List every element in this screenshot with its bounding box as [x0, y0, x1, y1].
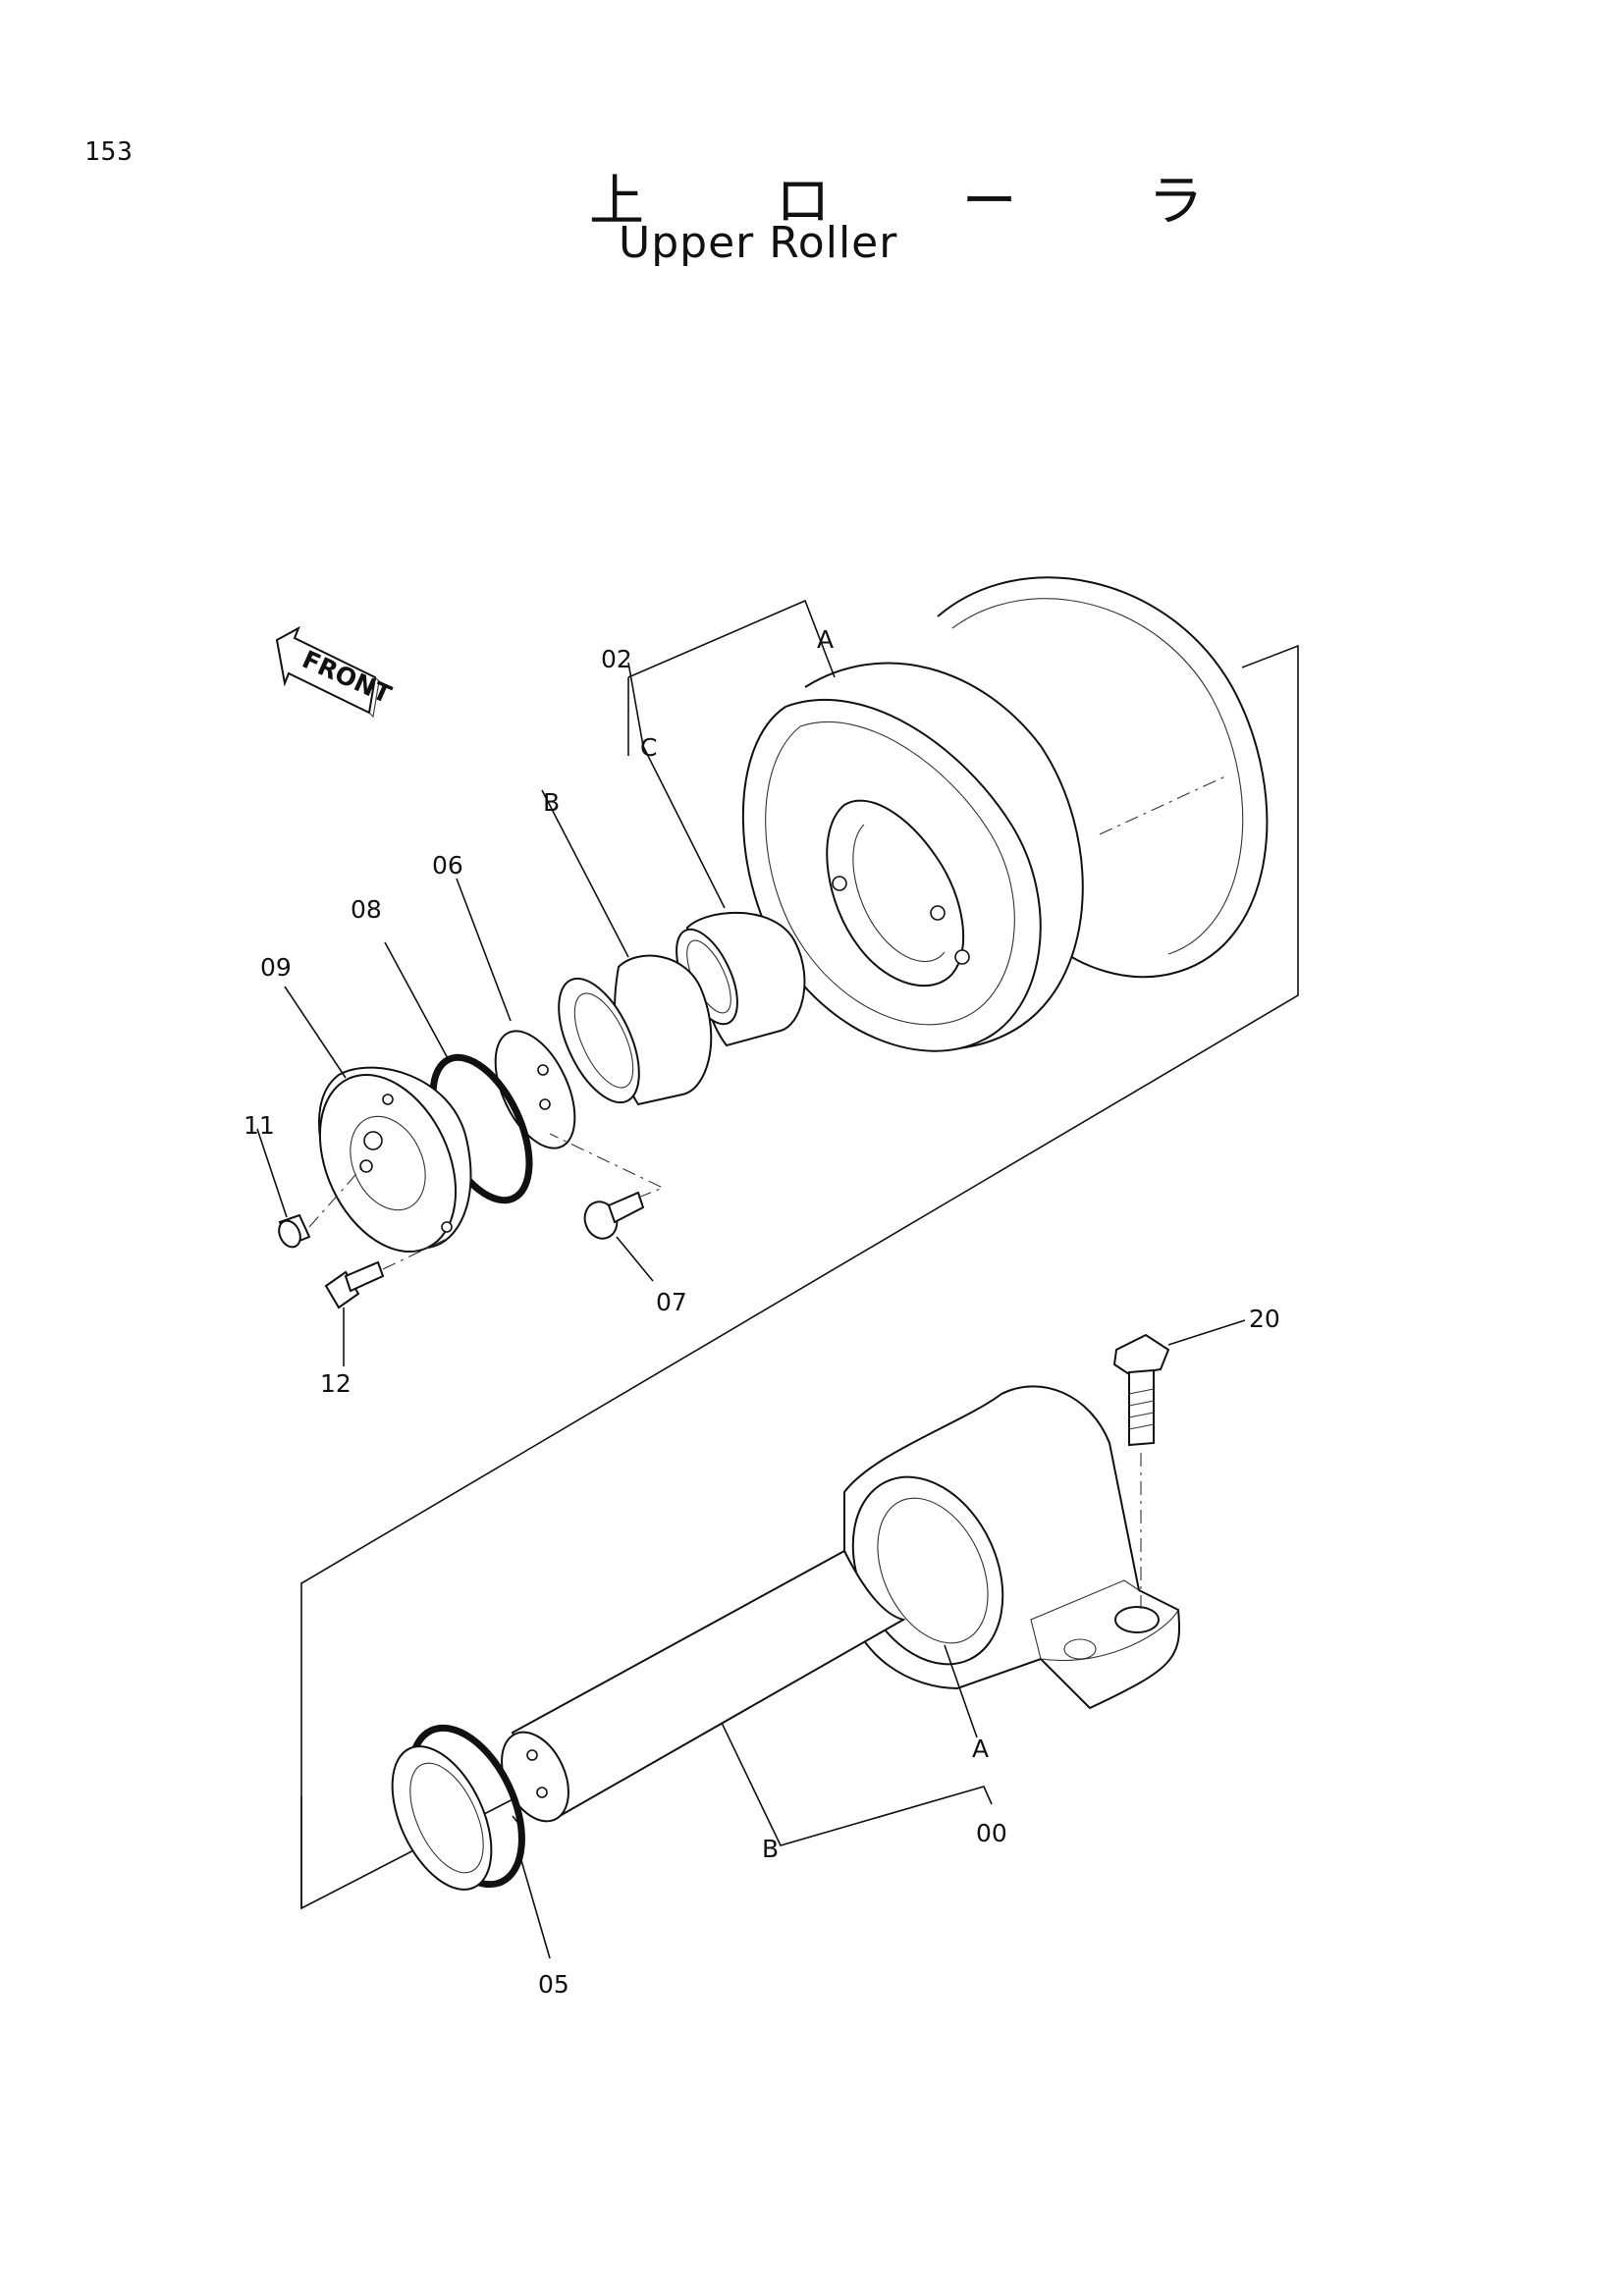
roller-bolt-hole	[832, 876, 847, 891]
callout-a-bottom: A	[972, 1735, 989, 1763]
plug	[278, 1165, 364, 1249]
callout-08: 08	[351, 895, 382, 924]
thrust-plate	[494, 1030, 576, 1149]
title-english: Upper Roller	[619, 218, 898, 268]
bolt-12	[324, 1238, 448, 1309]
bushing	[676, 911, 806, 1047]
shaft	[501, 1549, 906, 1823]
bolt-20	[1112, 1333, 1170, 1610]
flanged-bushing	[558, 954, 713, 1106]
callout-00: 00	[976, 1819, 1007, 1847]
callout-05: 05	[538, 1970, 569, 1999]
shaft-bracket	[843, 1385, 1181, 1710]
callout-02: 02	[601, 645, 632, 673]
socket-screw	[549, 1133, 665, 1240]
roller-body	[741, 576, 1269, 1052]
callout-a-top: A	[817, 625, 834, 654]
callout-b-top: B	[543, 788, 560, 817]
callout-12: 12	[320, 1369, 352, 1398]
roller-bolt-hole	[930, 905, 946, 921]
callout-09: 09	[260, 953, 292, 982]
leader-lines	[256, 599, 1246, 1959]
roller-bolt-hole	[954, 949, 970, 965]
callout-20: 20	[1249, 1305, 1280, 1333]
callout-06: 06	[432, 851, 463, 880]
callout-c: C	[640, 733, 657, 762]
callout-11: 11	[243, 1111, 275, 1140]
end-cover	[318, 1066, 472, 1253]
front-arrow: FRONT	[275, 625, 396, 719]
callout-07: 07	[656, 1288, 687, 1316]
page-number: 153	[84, 137, 134, 167]
title-japanese: 上 ロ ー ラ	[589, 170, 1261, 234]
floating-seal	[391, 1724, 525, 1891]
callout-b-bottom: B	[762, 1835, 779, 1863]
callout-labels: 02 A C B 06 08 09 11 07 12 20 A 00 B 05	[243, 625, 1280, 1999]
assembly-boundary	[300, 644, 1299, 1910]
